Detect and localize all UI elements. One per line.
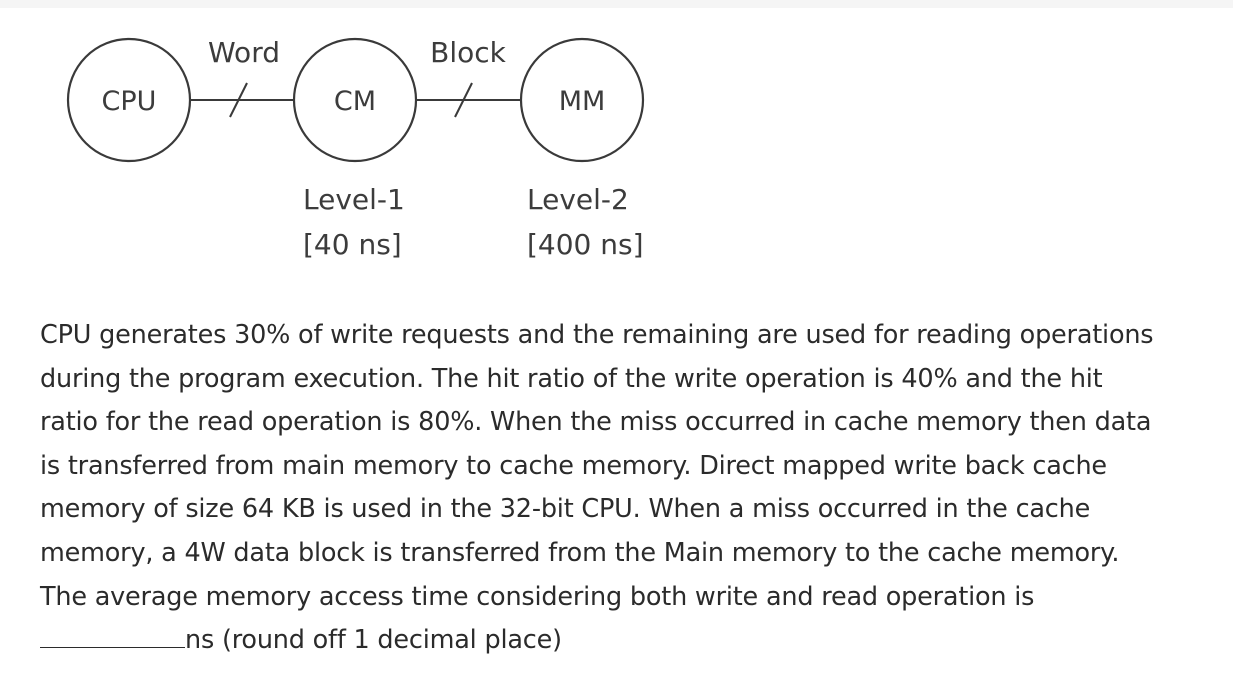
answer-suffix: ns (round off 1 decimal place) [185, 625, 562, 656]
question-line: CPU generates 30% of write requests and … [40, 320, 1154, 350]
level-1-time: [40 ns] [303, 228, 402, 261]
question-line: during the program execution. The hit ra… [40, 363, 1103, 394]
node-mm: MM [519, 37, 645, 163]
link-word-label: Word [208, 36, 280, 69]
link-block-label: Block [430, 36, 507, 69]
question-line: The average memory access time consideri… [40, 581, 1035, 612]
level-2-time: [400 ns] [527, 228, 644, 261]
cpu-cm-slash [229, 82, 248, 118]
question-line: ratio for the read operation is 80%. Whe… [40, 407, 1152, 438]
top-strip [0, 0, 1233, 8]
level-1-name: Level-1 [303, 183, 405, 216]
question-line: is transferred from main memory to cache… [40, 450, 1107, 481]
node-cpu-label: CPU [102, 86, 157, 117]
node-mm-label: MM [559, 86, 606, 117]
question-line: memory, a 4W data block is transferred f… [40, 537, 1120, 568]
node-cm: CM [292, 37, 418, 163]
question-line: memory of size 64 KB is used in the 32-b… [40, 494, 1091, 525]
answer-line: ns (round off 1 decimal place) [40, 619, 1225, 663]
answer-blank [40, 646, 185, 649]
node-cpu: CPU [66, 37, 192, 163]
node-cm-label: CM [334, 86, 376, 117]
memory-hierarchy-diagram: CPU CM MM Word Block Level-1 [40 ns] Lev… [66, 36, 645, 261]
question-text: CPU generates 30% of write requests and … [40, 314, 1225, 663]
cm-mm-slash [454, 82, 473, 118]
level-2-name: Level-2 [527, 183, 629, 216]
